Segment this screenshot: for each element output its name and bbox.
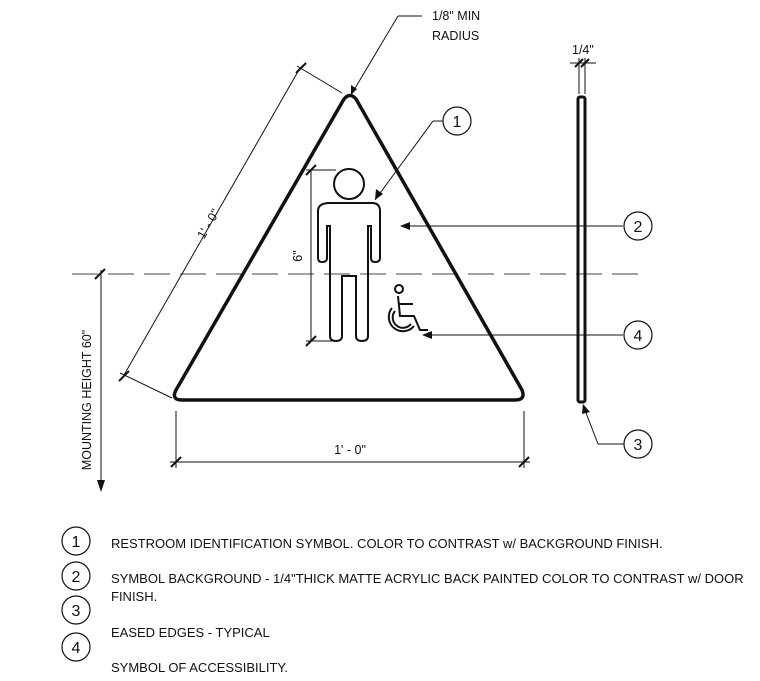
base-dim-label: 1' - 0" bbox=[334, 443, 366, 457]
mounting-height-label: MOUNTING HEIGHT 60" bbox=[80, 330, 94, 470]
legend-marker-4: 4 bbox=[61, 632, 91, 662]
symbol-height-label: 6" bbox=[291, 250, 305, 261]
accessibility-wheel bbox=[387, 307, 415, 333]
side-dimension bbox=[118, 62, 343, 399]
svg-text:1: 1 bbox=[72, 534, 81, 551]
radius-leader bbox=[350, 15, 422, 96]
symbol-height-dimension bbox=[305, 164, 336, 347]
svg-text:2: 2 bbox=[72, 569, 81, 586]
men-symbol-body bbox=[317, 202, 381, 343]
legend-line-4: SYMBOL OF ACCESSIBILITY. bbox=[111, 660, 288, 675]
radius-arrowhead bbox=[351, 85, 357, 95]
radius-note-line1: 1/8" MIN bbox=[432, 9, 480, 23]
svg-text:4: 4 bbox=[634, 328, 643, 345]
mounting-height-dimension bbox=[94, 268, 106, 484]
mounting-arrowhead bbox=[97, 480, 105, 492]
thickness-dimension bbox=[570, 58, 596, 94]
radius-note-line2: RADIUS bbox=[432, 29, 479, 43]
sign-side-profile bbox=[576, 95, 587, 404]
thickness-dim-label: 1/4" bbox=[572, 43, 594, 57]
callout-4: 4 bbox=[422, 320, 653, 350]
legend-marker-2: 2 bbox=[61, 561, 91, 591]
side-dim-label: 1' - 0" bbox=[195, 207, 223, 242]
men-symbol-head bbox=[333, 168, 365, 200]
base-dimension bbox=[170, 411, 530, 468]
accessibility-symbol bbox=[387, 284, 428, 333]
svg-text:3: 3 bbox=[634, 437, 643, 454]
legend-marker-3: 3 bbox=[61, 595, 91, 625]
legend-line-2: SYMBOL BACKGROUND - 1/4"THICK MATTE ACRY… bbox=[111, 571, 744, 586]
accessibility-body bbox=[397, 295, 428, 331]
legend-line-1: RESTROOM IDENTIFICATION SYMBOL. COLOR TO… bbox=[111, 536, 663, 551]
svg-text:2: 2 bbox=[634, 219, 643, 236]
sign-triangle bbox=[172, 93, 525, 402]
svg-text:4: 4 bbox=[72, 640, 81, 657]
legend-marker-1: 1 bbox=[61, 526, 91, 556]
callout-1: 1 bbox=[374, 106, 472, 201]
legend: 1 2 3 4 RESTROOM IDENTIFICATION SYMBOL. … bbox=[61, 526, 744, 675]
svg-text:1: 1 bbox=[453, 114, 462, 131]
accessibility-head bbox=[394, 284, 404, 294]
callout-2: 2 bbox=[400, 211, 653, 241]
legend-line-2-cont: FINISH. bbox=[111, 589, 157, 604]
svg-text:3: 3 bbox=[72, 603, 81, 620]
men-symbol bbox=[317, 168, 381, 343]
legend-line-3: EASED EDGES - TYPICAL bbox=[111, 625, 270, 640]
callout-3: 3 bbox=[582, 404, 653, 459]
